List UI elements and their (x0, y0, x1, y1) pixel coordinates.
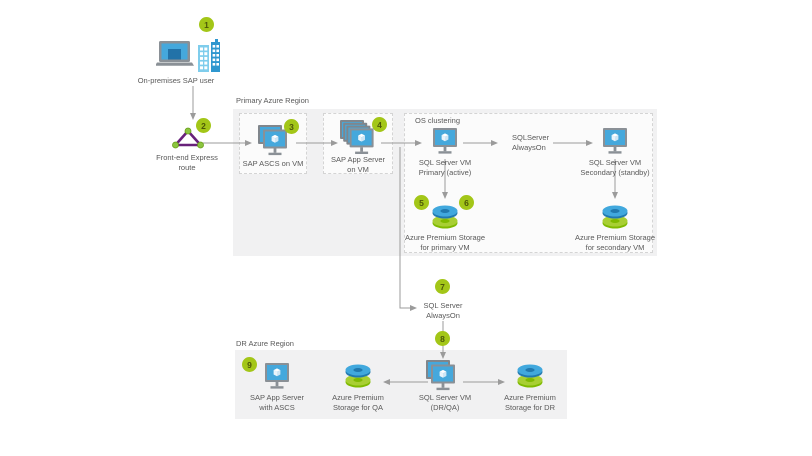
onprem-user-icon (156, 39, 220, 72)
dr-appserver-vm-label: SAP App Server with ASCS (240, 393, 314, 412)
step-badge-1: 1 (199, 17, 214, 32)
dr-region-title: DR Azure Region (236, 339, 294, 348)
expressroute-label-line1: Front-end Express (156, 153, 218, 162)
sql-primary-label-line2: Primary (active) (418, 167, 472, 177)
sql-dr-vm-icon (426, 360, 465, 394)
step-badge-3: 3 (284, 119, 299, 134)
expressroute-label-line2: route (178, 162, 196, 172)
secondary-storage-icon (602, 205, 628, 229)
qa-storage-label: Azure Premium Storage for QA (320, 393, 396, 412)
dr-storage-label: Azure Premium Storage for DR (492, 393, 568, 412)
step-badge-4: 4 (372, 117, 387, 132)
primary-region-title: Primary Azure Region (236, 96, 309, 105)
sql-secondary-vm-label: SQL Server VM Secondary (standby) (567, 158, 663, 177)
dr-storage-label-line1: Azure Premium (504, 393, 556, 402)
onprem-user-label: On-premises SAP user (137, 76, 215, 85)
sql-primary-label-line1: SQL Server VM (418, 158, 472, 167)
sap-appserver-vm-label: SAP App Server on VM (325, 155, 391, 174)
primary-storage-label: Azure Premium Storage for primary VM (398, 233, 492, 252)
secondary-storage-label: Azure Premium Storage for secondary VM (566, 233, 664, 252)
qa-storage-icon (345, 364, 371, 388)
sql-primary-vm-label: SQL Server VM Primary (active) (405, 158, 485, 177)
step-badge-9: 9 (242, 357, 257, 372)
expressroute-label: Front-end Express route (133, 153, 241, 172)
secondary-storage-label-line2: for secondary VM (585, 242, 645, 252)
sql-dr-vm-label: SQL Server VM (DR/QA) (408, 393, 482, 412)
dr-azure-region-box (235, 350, 567, 419)
sql-primary-vm-icon (428, 127, 462, 157)
secondary-storage-label-line1: Azure Premium Storage (574, 233, 656, 242)
step-badge-8: 8 (435, 331, 450, 346)
sql-dr-label-line2: (DR/QA) (430, 402, 460, 412)
replication-label-line1: SQL Server (423, 301, 463, 310)
alwayson-link-line1: SQLServer (512, 133, 550, 142)
sql-dr-label-line1: SQL Server VM (418, 393, 472, 402)
step-badge-7: 7 (435, 279, 450, 294)
replication-label-line2: AlwaysOn (426, 310, 460, 320)
qa-storage-label-line1: Azure Premium (332, 393, 384, 402)
sap-appserver-label-line1: SAP App Server (330, 155, 386, 164)
sqlserver-alwayson-link-label: SQLServer AlwaysOn (512, 133, 562, 152)
primary-storage-icon (432, 205, 458, 229)
sap-ascs-vm-label: SAP ASCS on VM (242, 159, 304, 168)
sqlserver-alwayson-replication-label: SQL Server AlwaysOn (413, 301, 473, 320)
qa-storage-label-line2: Storage for QA (332, 402, 384, 412)
primary-storage-label-line1: Azure Premium Storage (404, 233, 486, 242)
os-clustering-title: OS clustering (415, 116, 461, 125)
sql-secondary-label-line2: Secondary (standby) (580, 167, 650, 177)
alwayson-link-line2: AlwaysOn (512, 142, 546, 152)
sql-secondary-vm-icon (598, 127, 632, 157)
step-badge-6: 6 (459, 195, 474, 210)
arrow-branch-to-alwayson-replication (399, 147, 417, 311)
dr-appserver-label-line2: with ASCS (259, 402, 295, 412)
sap-appserver-label-line2: on VM (347, 164, 369, 174)
step-badge-2: 2 (196, 118, 211, 133)
dr-appserver-vm-icon (260, 362, 294, 392)
sql-secondary-label-line1: SQL Server VM (588, 158, 642, 167)
primary-storage-label-line2: for primary VM (420, 242, 470, 252)
dr-storage-icon (517, 364, 543, 388)
dr-storage-label-line2: Storage for DR (504, 402, 556, 412)
dr-appserver-label-line1: SAP App Server (249, 393, 305, 402)
step-badge-5: 5 (414, 195, 429, 210)
